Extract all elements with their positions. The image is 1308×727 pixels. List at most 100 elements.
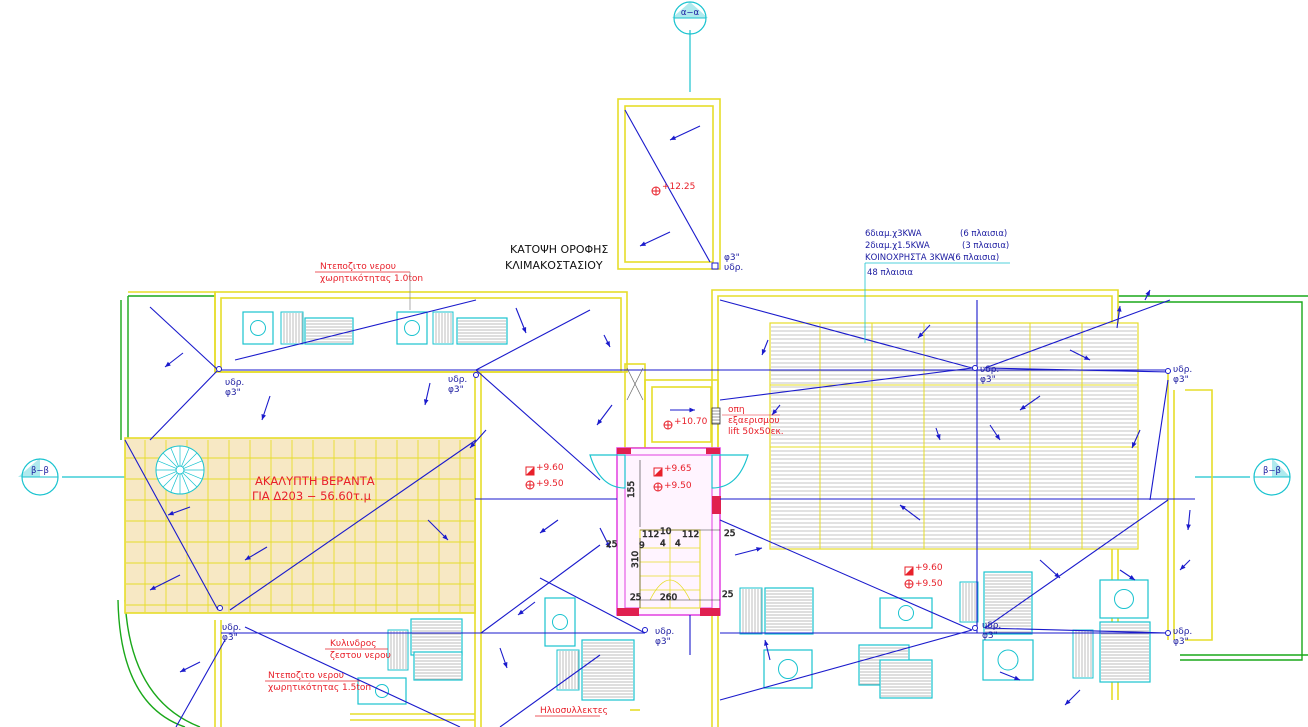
drain-label: υδρ. [1173,365,1192,375]
drain-size: φ3" [724,253,740,263]
level-middle-a: +9.65 [664,464,692,474]
section-marker-right-label: β−β [1263,466,1281,476]
level-right: +9.60 +9.50 [904,563,943,589]
level-marks: +12.25 +10.70 +9.60 +9.50 +9.65 +9.50 +9… [525,182,943,589]
panel-note-line1: 6διαμ.χ3KWA [865,229,922,239]
section-lines [62,30,1250,478]
drain-label: υδρ. [222,623,241,633]
vent-label-3: lift 50x50εκ. [728,427,784,437]
dim-112a: 112 [642,530,659,540]
solar-collector [413,651,463,681]
panel-note-line3: ΚΟΙΝΟΧΡΗΣΤΑ 3KWA [865,253,954,263]
dim-9: 9 [639,541,645,551]
slope-arrow [244,546,268,561]
water-tank [357,677,407,705]
drain-label: υδρ. [982,621,1001,631]
slope-arrow [670,407,695,413]
slope-arrow [999,671,1021,681]
tank-top-label-1: Ντεποζιτο νερου [320,262,396,272]
stairwell [589,447,749,616]
dim-155: 155 [627,481,637,498]
connector-cross [626,367,644,401]
level-stair-roof-value: +12.25 [662,182,695,192]
drain-label: υδρ. [448,375,467,385]
roof-drain: υδρ.φ3" [642,627,674,647]
drain-label: υδρ. [655,627,674,637]
slope-arrow [427,519,449,541]
slope-arrow [669,125,701,141]
panel-note-line2-count: (3 πλαισια) [962,241,1009,251]
dim-25b: 25 [724,529,735,539]
panel-note-total: 48 πλαισια [867,268,913,278]
slope-arrow [917,324,931,339]
panel-note-line2: 2διαμ.χ1.5KWA [865,241,930,251]
slope-arrow [1186,509,1191,531]
slope-arrow [1119,569,1136,581]
slope-arrow [1039,559,1061,579]
slope-arrow [261,395,271,421]
collectors-label: Ηλιοσυλλεκτες [540,706,608,716]
solar-panel-array [769,322,1139,550]
drain-size: φ3" [448,385,464,395]
section-marker-right: β−β [1253,458,1291,496]
slope-arrow [167,506,191,516]
collector-strip [387,629,409,671]
solar-collector [879,659,933,699]
water-tank [396,311,428,345]
dimensions: 155 112 10 112 4 4 9 310 25 25 25 25 260 [606,460,736,608]
slope-arrow [596,404,613,426]
roof-drain: υδρ.φ3" [216,366,244,398]
slope-arrow [771,404,781,416]
plan-title-line2: ΚΛΙΜΑΚΟΣΤΑΣΙΟΥ [505,259,603,272]
tank-bottom-label-2: χωρητικότητας 1.5ton [268,682,371,693]
level-left-b: +9.50 [536,479,564,489]
slope-arrow [517,601,536,616]
level-middle: +9.65 +9.50 [653,464,692,492]
slope-arrow [599,527,611,549]
solar-collector [581,639,635,701]
dim-4b: 4 [675,539,681,549]
terrace-label-line2: ΓΙΑ Δ203 − 56.60τ.μ [252,489,372,503]
slope-arrow [935,427,941,441]
water-tank [1099,579,1149,619]
level-lift-roof: +10.70 [663,417,708,430]
slope-arrow [539,519,559,534]
slope-arrow [179,661,201,673]
slope-arrow [1131,429,1141,449]
slope-arrow [1179,559,1191,571]
drain-size: φ3" [1173,637,1189,647]
slope-lines [124,109,1195,727]
level-right-a: +9.60 [915,563,943,573]
cylinder-label-2: ζεστου νερου [330,651,391,661]
level-left-a: +9.60 [536,463,564,473]
plan-title: ΚΑΤΟΨΗ ΟΡΟΦΗΣ ΚΛΙΜΑΚΟΣΤΑΣΙΟΥ [505,243,608,272]
collector-strip [1072,629,1094,679]
water-tank [544,597,576,647]
drain-size: φ3" [1173,375,1189,385]
collector-strip [739,587,763,635]
slope-arrow [734,547,763,556]
roof-drain-stair: φ3"υδρ. [711,253,743,273]
spiral-staircase [155,445,205,495]
roof-drain: υδρ.φ3" [972,365,999,385]
drain-label: υδρ. [724,263,743,273]
level-middle-b: +9.50 [664,481,692,491]
drain-size: φ3" [980,375,996,385]
water-tank [879,597,933,629]
roof-drain: υδρ.φ3" [448,372,479,395]
solar-collector [983,571,1033,635]
slope-arrow [515,307,527,334]
site-boundary [117,295,1308,727]
slope-arrow [989,424,1001,441]
terrace-label-line1: ΑΚΑΛΥΠΤΗ ΒΕΡΑΝΤΑ [255,474,375,488]
dim-4a: 4 [660,539,666,549]
roof-drain: υδρ.φ3" [1165,627,1192,647]
water-tank [242,311,274,345]
drain-size: φ3" [222,633,238,643]
vent-opening-symbol [711,407,721,425]
slope-arrow [1064,689,1081,706]
level-stair-roof: +12.25 [651,182,695,196]
dim-25d: 25 [722,590,733,600]
level-right-b: +9.50 [915,579,943,589]
